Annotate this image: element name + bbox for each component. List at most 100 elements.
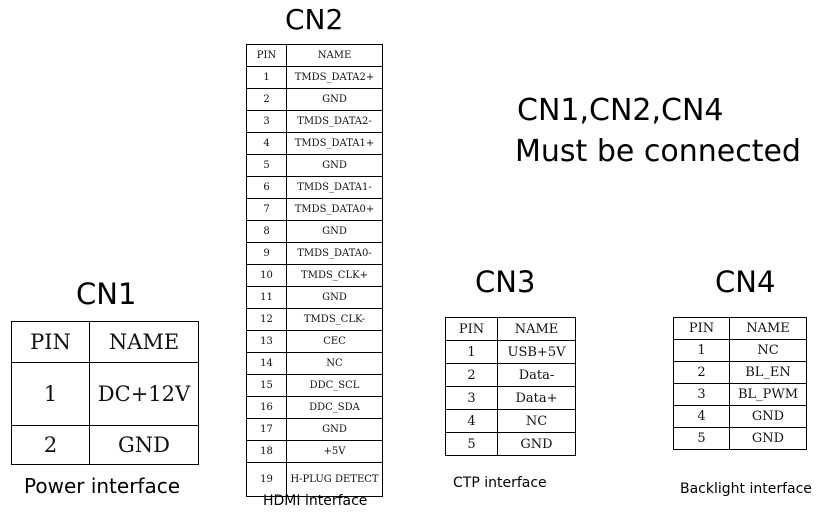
pin-number: 4: [246, 132, 287, 155]
pin-number: 6: [246, 176, 287, 199]
pin-name: TMDS_DATA0+: [286, 198, 383, 221]
pin-number: 14: [246, 352, 287, 375]
pin-name: H-PLUG DETECT: [286, 462, 383, 497]
pin-name: NC: [729, 339, 807, 362]
pin-name: Data-: [497, 363, 576, 387]
pin-name: GND: [286, 220, 383, 243]
cn1-title: CN1: [76, 277, 137, 311]
pin-number: 1: [246, 66, 287, 89]
pin-number: 17: [246, 418, 287, 441]
pin-name: DDC_SCL: [286, 374, 383, 397]
pin-name: GND: [89, 425, 199, 465]
table-header-row: PIN NAME: [11, 321, 199, 363]
table-header-row: PIN NAME: [673, 317, 807, 340]
pin-name: NC: [286, 352, 383, 375]
pin-name: TMDS_DATA0-: [286, 242, 383, 265]
pin-name: TMDS_DATA1+: [286, 132, 383, 155]
pin-number: 4: [445, 409, 498, 433]
cn4-caption: Backlight interface: [680, 481, 812, 497]
pin-name: TMDS_DATA2-: [286, 110, 383, 133]
cn4-title: CN4: [715, 265, 776, 299]
name-column-header: NAME: [286, 44, 383, 67]
pin-number: 7: [246, 198, 287, 221]
pin-name: Data+: [497, 386, 576, 410]
pin-name: GND: [286, 154, 383, 177]
pin-name: TMDS_DATA1-: [286, 176, 383, 199]
pin-name: GND: [286, 88, 383, 111]
name-column-header: NAME: [497, 317, 576, 341]
pin-name: TMDS_CLK-: [286, 308, 383, 331]
pin-name: +5V: [286, 440, 383, 463]
pin-number: 5: [246, 154, 287, 177]
pin-number: 1: [673, 339, 730, 362]
pin-name: USB+5V: [497, 340, 576, 364]
pin-number: 2: [246, 88, 287, 111]
pin-column-header: PIN: [445, 317, 498, 341]
pin-column-header: PIN: [246, 44, 287, 67]
pin-name: BL_PWM: [729, 383, 807, 406]
pin-name: CEC: [286, 330, 383, 353]
pin-number: 12: [246, 308, 287, 331]
table-header-row: PIN NAME: [246, 44, 383, 67]
pin-column-header: PIN: [673, 317, 730, 340]
name-column-header: NAME: [89, 321, 199, 363]
pin-number: 11: [246, 286, 287, 309]
pin-name: DDC_SDA: [286, 396, 383, 419]
pin-name: GND: [729, 405, 807, 428]
pin-name: TMDS_CLK+: [286, 264, 383, 287]
pin-number: 15: [246, 374, 287, 397]
pin-number: 1: [11, 362, 90, 426]
pin-number: 5: [673, 427, 730, 450]
pin-name: GND: [729, 427, 807, 450]
name-column-header: NAME: [729, 317, 807, 340]
pin-number: 3: [246, 110, 287, 133]
pin-number: 3: [673, 383, 730, 406]
pin-number: 2: [11, 425, 90, 465]
pin-name: GND: [286, 286, 383, 309]
pin-name: GND: [286, 418, 383, 441]
cn3-caption: CTP interface: [453, 475, 547, 491]
connection-note-line2: Must be connected: [515, 134, 801, 169]
pin-number: 2: [673, 361, 730, 384]
pin-number: 4: [673, 405, 730, 428]
pin-number: 9: [246, 242, 287, 265]
table-row: 18+5V: [246, 440, 383, 463]
connection-note-line1: CN1,CN2,CN4: [517, 93, 724, 128]
pin-column-header: PIN: [11, 321, 90, 363]
pin-name: TMDS_DATA2+: [286, 66, 383, 89]
pin-name: DC+12V: [89, 362, 199, 426]
cn2-caption: HDMI interface: [263, 493, 368, 509]
pin-number: 3: [445, 386, 498, 410]
pin-number: 8: [246, 220, 287, 243]
cn3-title: CN3: [475, 265, 536, 299]
pin-name: NC: [497, 409, 576, 433]
